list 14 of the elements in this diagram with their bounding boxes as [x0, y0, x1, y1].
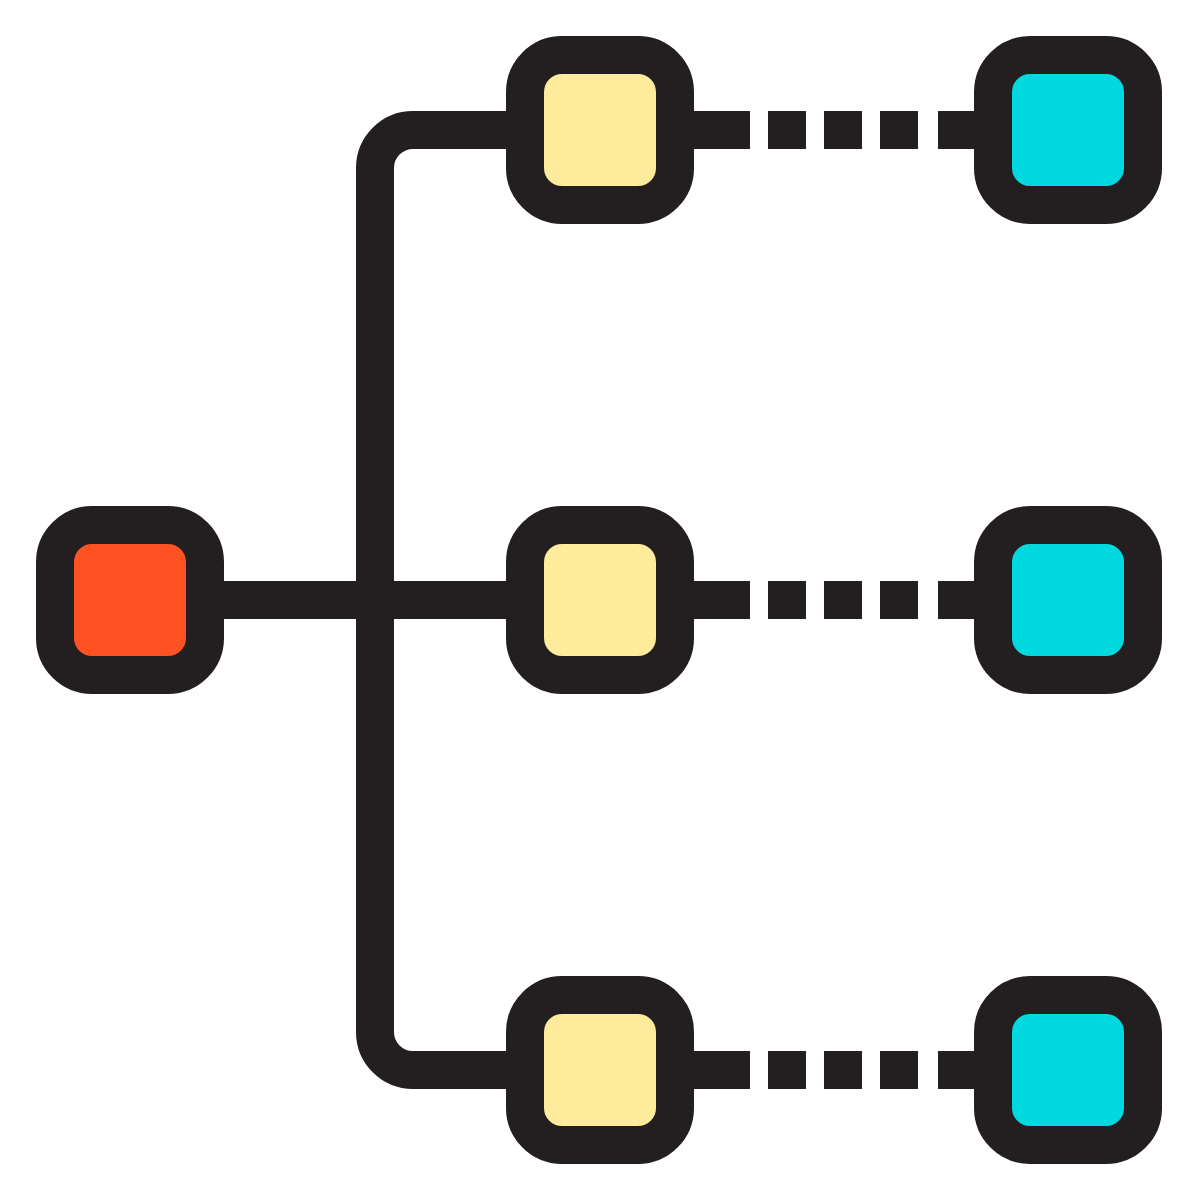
rounded-square [974, 506, 1162, 694]
dashed-connector [694, 1051, 974, 1089]
connector-line [394, 581, 506, 619]
rounded-square [974, 36, 1162, 224]
rounded-square [36, 506, 224, 694]
dashed-connector [694, 581, 974, 619]
connector-line [356, 619, 506, 1089]
connector-line [224, 581, 394, 619]
rounded-square [506, 36, 694, 224]
rounded-square [506, 506, 694, 694]
rounded-square [506, 976, 694, 1164]
connector-line [356, 111, 506, 581]
dashed-connector [694, 111, 974, 149]
rounded-square [974, 976, 1162, 1164]
